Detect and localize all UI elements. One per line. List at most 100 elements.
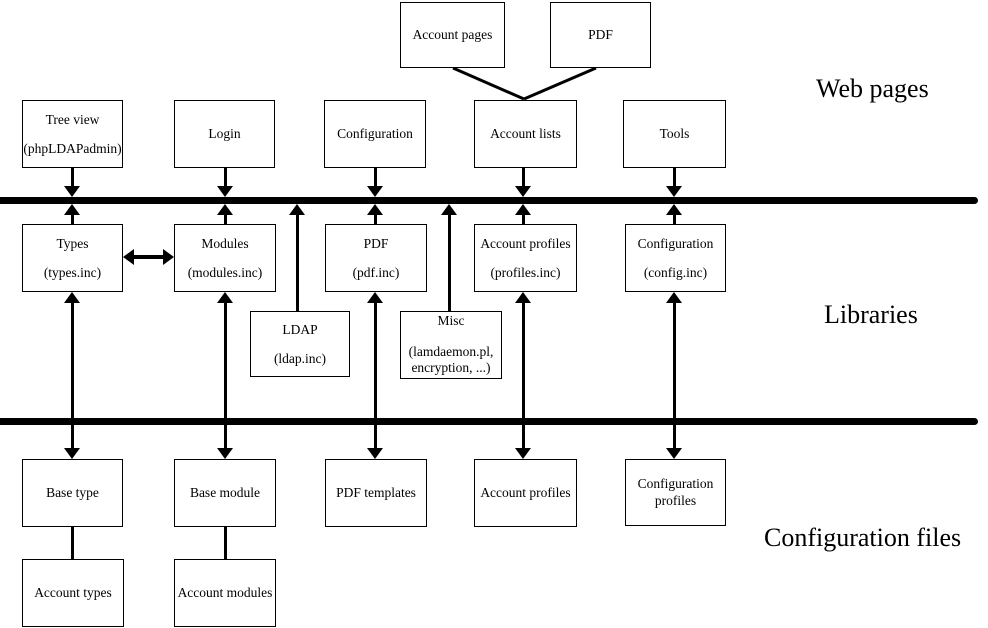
box-sublabel: (types.inc) xyxy=(43,264,102,280)
box-login: Login xyxy=(174,100,275,168)
box-label: PDF xyxy=(588,27,613,43)
connector-bus-misc xyxy=(448,213,451,311)
box-pdf-lib: PDF (pdf.inc) xyxy=(325,224,427,292)
box-label: Configuration xyxy=(337,126,413,142)
box-sublabel: (pdf.inc) xyxy=(352,264,400,280)
arrowhead-bus-misc xyxy=(441,204,457,215)
box-label: Modules xyxy=(201,235,249,251)
connector-basetype-accounttypes xyxy=(71,527,74,559)
connector-basemodule-accountmodules xyxy=(224,527,227,559)
arrowhead-bus-types xyxy=(64,204,80,215)
box-label: Account modules xyxy=(177,585,273,601)
box-account-types: Account types xyxy=(22,559,124,627)
box-sublabel: (profiles.inc) xyxy=(490,264,561,280)
arrowhead-types-basetype xyxy=(64,448,80,459)
arrowhead-basetype-types xyxy=(64,292,80,303)
box-label: LDAP xyxy=(282,321,318,337)
box-misc: Misc (lamdaemon.pl, encryption, ...) xyxy=(400,311,502,379)
box-configuration-page: Configuration xyxy=(324,100,426,168)
box-label: Misc xyxy=(437,313,465,328)
arrowhead-configlib-configprofiles xyxy=(666,448,682,459)
connector-bus-modules xyxy=(224,213,227,225)
arrowhead-bus-pdflib xyxy=(367,204,383,215)
box-label: Account lists xyxy=(490,126,561,142)
line-accountpages-accountlists xyxy=(452,66,525,101)
box-configuration-profiles: Configuration profiles xyxy=(625,459,726,526)
arrowhead-treeview-bus xyxy=(64,186,80,197)
connector-types-modules xyxy=(132,255,165,259)
box-sublabel: encryption, ...) xyxy=(411,360,491,376)
box-account-profiles-lib: Account profiles (profiles.inc) xyxy=(474,224,577,292)
box-base-type: Base type xyxy=(22,459,123,527)
section-label-web-pages: Web pages xyxy=(816,74,929,103)
connector-bus-accountprofileslib xyxy=(522,213,525,225)
arrowhead-pdflib-pdftemplates xyxy=(367,448,383,459)
arrowhead-bus-modules xyxy=(217,204,233,215)
connector-configlib-configprofiles xyxy=(673,301,676,449)
arrowhead-modules-types xyxy=(123,249,134,265)
box-sublabel: (modules.inc) xyxy=(187,264,263,280)
line-pdf-accountlists xyxy=(523,66,597,101)
connector-accountlists-bus xyxy=(522,168,525,187)
box-sublabel-group: (lamdaemon.pl, encryption, ...) xyxy=(409,344,494,376)
connector-tools-bus xyxy=(673,168,676,187)
section-label-configuration-files: Configuration files xyxy=(764,523,962,552)
arrowhead-lib-accountprofilesfiles xyxy=(515,448,531,459)
box-account-modules: Account modules xyxy=(174,559,276,627)
arrowhead-accountlists-bus xyxy=(515,186,531,197)
box-sublabel: (phpLDAPadmin) xyxy=(23,140,122,156)
box-tree-view: Tree view (phpLDAPadmin) xyxy=(22,100,123,168)
box-label: Account profiles xyxy=(480,235,571,251)
arrowhead-accountprofilesfiles-lib xyxy=(515,292,531,303)
connector-bus-pdflib xyxy=(374,213,377,225)
arrowhead-configurationpage-bus xyxy=(367,186,383,197)
connector-treeview-bus xyxy=(71,168,74,187)
arrowhead-tools-bus xyxy=(666,186,682,197)
arrowhead-pdftemplates-pdflib xyxy=(367,292,383,303)
box-label: PDF xyxy=(363,235,389,251)
box-label: Tools xyxy=(659,126,690,142)
box-account-lists: Account lists xyxy=(474,100,577,168)
arrowhead-modules-basemodule xyxy=(217,448,233,459)
arrowhead-bus-configurationlib xyxy=(666,204,682,215)
box-configuration-lib: Configuration (config.inc) xyxy=(625,224,726,292)
arrowhead-configprofiles-configlib xyxy=(666,292,682,303)
box-ldap: LDAP (ldap.inc) xyxy=(250,311,350,377)
box-label: Types xyxy=(56,235,89,251)
box-label: PDF templates xyxy=(336,485,416,501)
box-base-module: Base module xyxy=(174,459,276,527)
box-label: Login xyxy=(208,126,241,142)
box-label: Account types xyxy=(34,585,112,601)
box-pdf-templates: PDF templates xyxy=(325,459,427,527)
bus-web-libraries xyxy=(0,197,978,204)
box-account-profiles-files: Account profiles xyxy=(474,459,577,527)
box-sublabel: profiles xyxy=(654,493,697,508)
box-pdf-export: PDF xyxy=(550,2,651,68)
arrowhead-types-modules xyxy=(163,249,174,265)
box-types: Types (types.inc) xyxy=(22,224,123,292)
bus-libraries-configfiles xyxy=(0,418,978,425)
connector-login-bus xyxy=(224,168,227,187)
box-label: Configuration xyxy=(637,235,714,251)
box-sublabel: (config.inc) xyxy=(643,264,708,280)
arrowhead-basemodule-modules xyxy=(217,292,233,303)
box-label: Tree view xyxy=(45,111,100,127)
box-label: Base type xyxy=(46,485,99,501)
box-label: Account profiles xyxy=(480,485,571,501)
connector-bus-ldap xyxy=(296,213,299,311)
box-modules: Modules (modules.inc) xyxy=(174,224,276,292)
arrowhead-bus-accountprofileslib xyxy=(515,204,531,215)
connector-modules-basemodule xyxy=(224,301,227,449)
connector-bus-types xyxy=(71,213,74,225)
arrowhead-bus-ldap xyxy=(289,204,305,215)
connector-types-basetype xyxy=(71,301,74,449)
box-sublabel: (ldap.inc) xyxy=(273,350,327,366)
box-label: Base module xyxy=(189,485,261,501)
box-account-pages: Account pages xyxy=(400,2,505,68)
connector-accountprofiles-lib-files xyxy=(522,301,525,449)
connector-pdflib-pdftemplates xyxy=(374,301,377,449)
box-sublabel: (lamdaemon.pl, xyxy=(408,343,494,359)
arrowhead-login-bus xyxy=(217,186,233,197)
box-tools: Tools xyxy=(623,100,726,168)
